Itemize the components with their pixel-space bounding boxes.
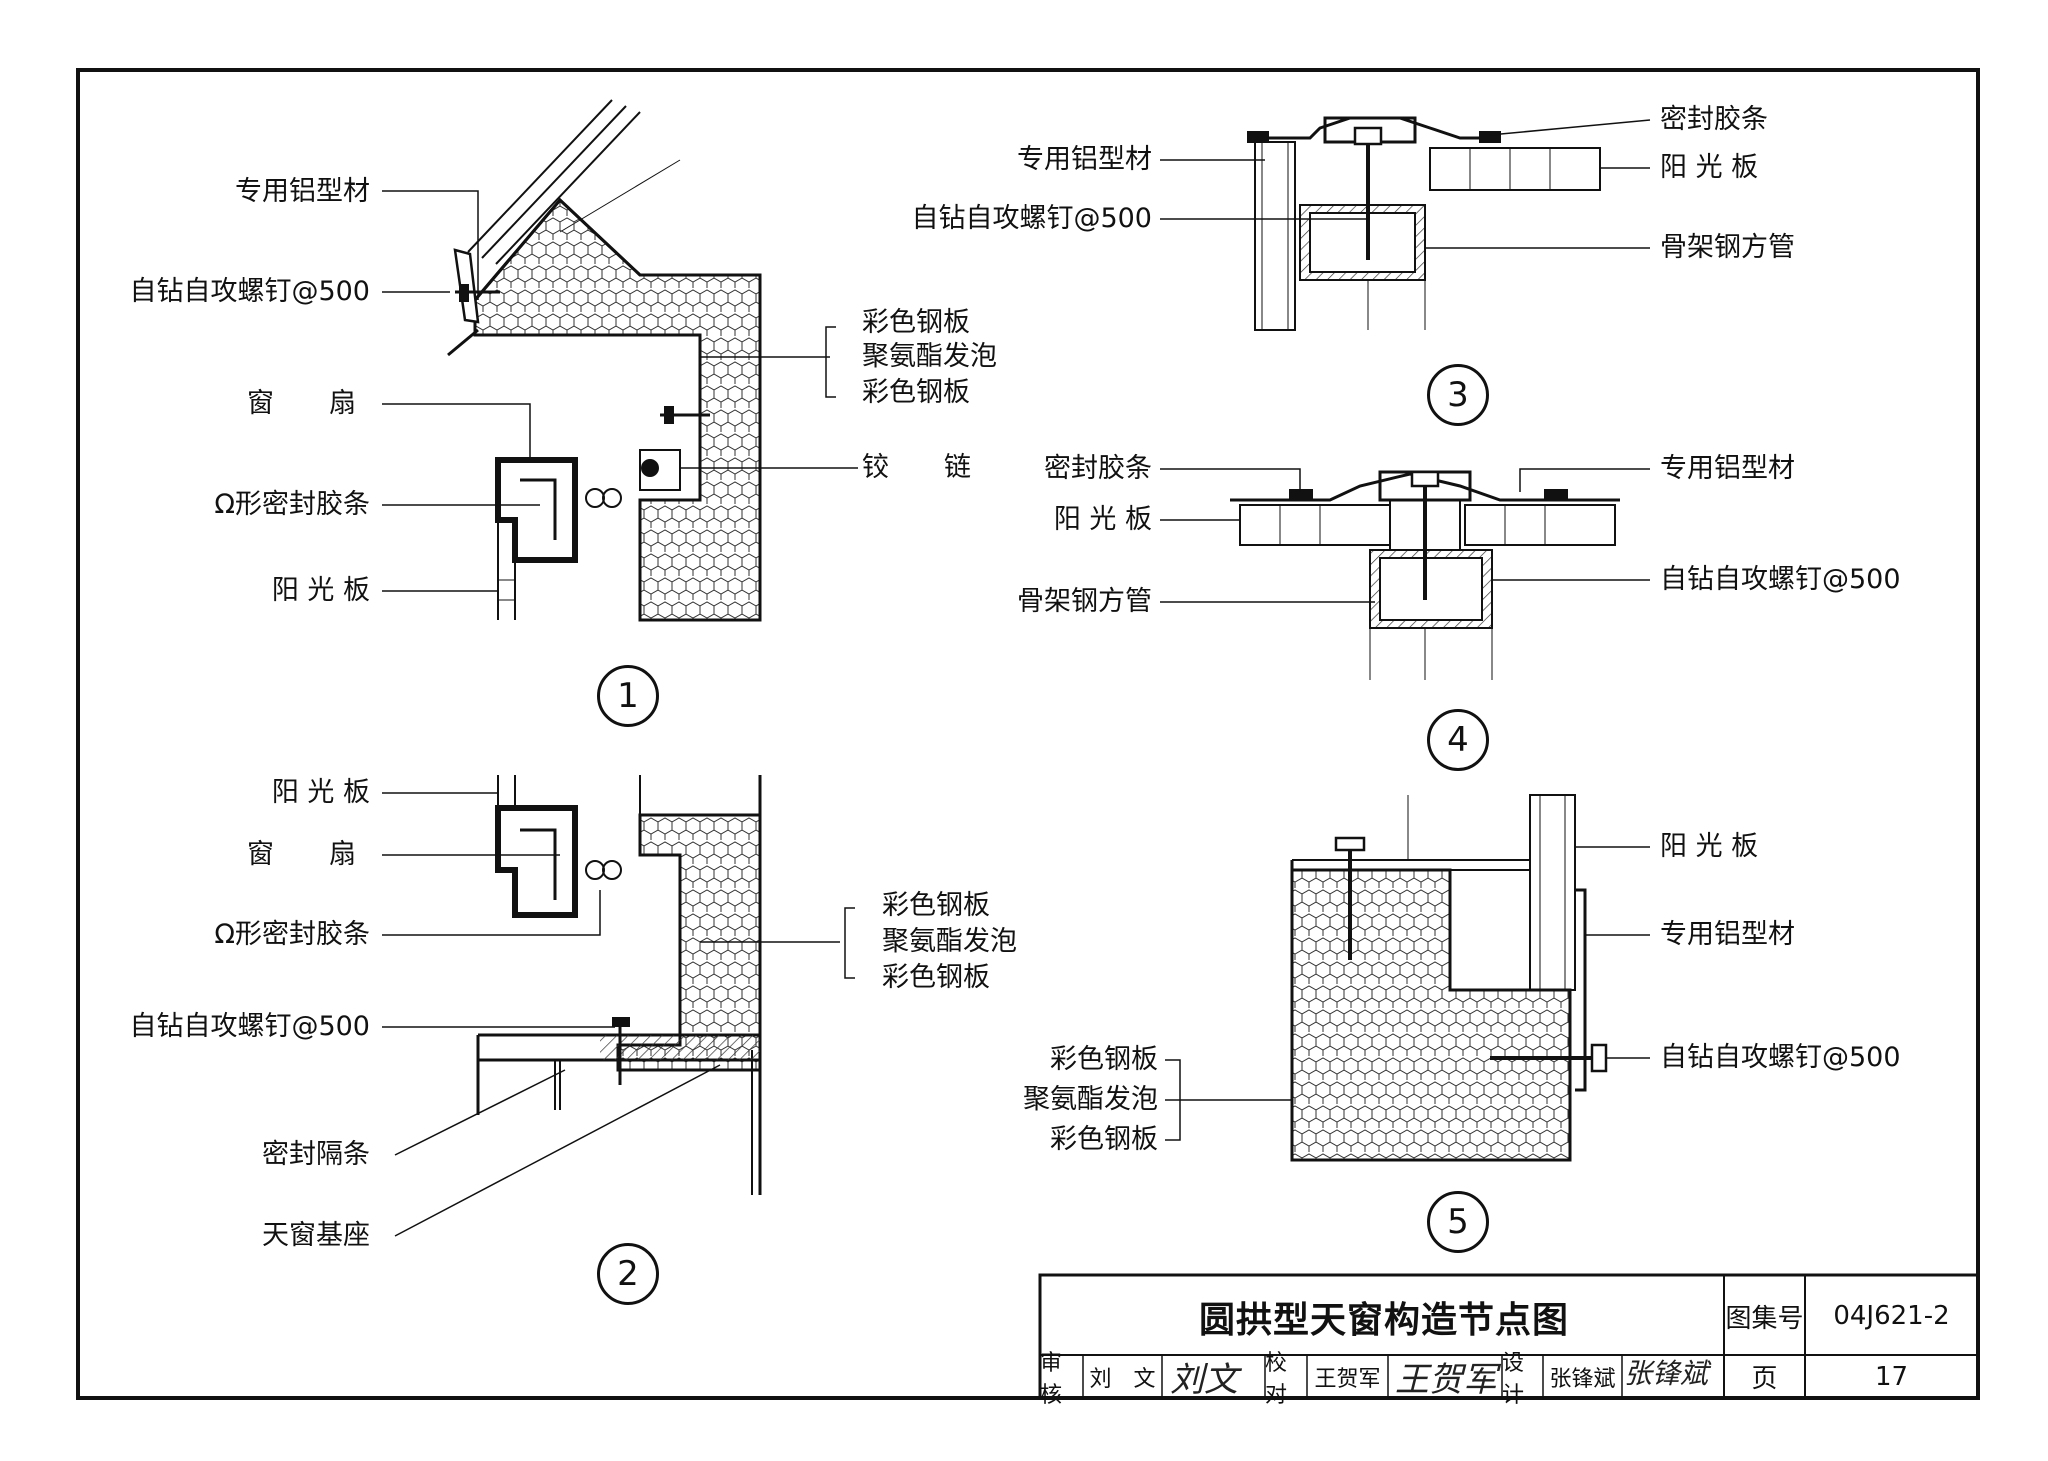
title-block-lines bbox=[1038, 1273, 1980, 1400]
d5-label-steel-bottom: 彩色钢板 bbox=[1050, 1124, 1158, 1155]
review-signature: 刘文 bbox=[1170, 1360, 1238, 1400]
check-name: 王贺军 bbox=[1314, 1366, 1381, 1392]
detail-number-4: 4 bbox=[1427, 709, 1489, 771]
d4-label-panel: 阳 光 板 bbox=[1053, 504, 1152, 535]
d2-label-seal-strip: 密封隔条 bbox=[262, 1139, 370, 1170]
design-label: 设计 bbox=[1502, 1350, 1525, 1408]
d3-label-screw: 自钻自攻螺钉@500 bbox=[911, 203, 1152, 234]
page-number: 17 bbox=[1874, 1361, 1909, 1392]
design-signature: 张锋斌 bbox=[1624, 1357, 1709, 1390]
d2-label-sash: 窗 扇 bbox=[247, 839, 370, 870]
atlas-label: 图集号 bbox=[1725, 1303, 1804, 1334]
detail-number-5: 5 bbox=[1427, 1191, 1489, 1253]
d3-label-profile: 专用铝型材 bbox=[1017, 144, 1152, 175]
detail-number-1: 1 bbox=[597, 665, 659, 727]
d5-label-profile: 专用铝型材 bbox=[1660, 919, 1795, 950]
d1-label-panel: 阳 光 板 bbox=[271, 575, 370, 606]
d4-label-tube: 骨架钢方管 bbox=[1017, 586, 1152, 617]
check-label: 校对 bbox=[1265, 1350, 1288, 1408]
check-signature: 王贺军 bbox=[1395, 1360, 1497, 1400]
d4-label-screw: 自钻自攻螺钉@500 bbox=[1660, 564, 1901, 595]
d1-label-profile: 专用铝型材 bbox=[235, 176, 370, 207]
d5-label-steel-top: 彩色钢板 bbox=[1050, 1044, 1158, 1075]
detail-2-drawing bbox=[382, 775, 855, 1237]
detail-1-drawing bbox=[382, 99, 858, 622]
d2-label-base: 天窗基座 bbox=[262, 1220, 370, 1251]
d1-label-steel-bottom: 彩色钢板 bbox=[862, 377, 970, 408]
review-name: 刘 文 bbox=[1089, 1366, 1156, 1392]
d1-label-hinge: 铰 链 bbox=[862, 452, 985, 483]
d2-label-steel-bottom: 彩色钢板 bbox=[882, 962, 990, 993]
design-name: 张锋斌 bbox=[1549, 1366, 1616, 1392]
d5-label-panel: 阳 光 板 bbox=[1660, 831, 1759, 862]
d5-label-foam: 聚氨酯发泡 bbox=[1023, 1084, 1158, 1115]
review-label: 审核 bbox=[1040, 1350, 1063, 1408]
d1-label-screw: 自钻自攻螺钉@500 bbox=[129, 276, 370, 307]
drawing-title: 圆拱型天窗构造节点图 bbox=[1198, 1300, 1569, 1341]
d3-label-panel: 阳 光 板 bbox=[1660, 152, 1759, 183]
d2-label-screw: 自钻自攻螺钉@500 bbox=[129, 1011, 370, 1042]
d1-label-foam: 聚氨酯发泡 bbox=[862, 341, 997, 372]
d1-label-steel-top: 彩色钢板 bbox=[862, 307, 970, 338]
d4-label-profile: 专用铝型材 bbox=[1660, 453, 1795, 484]
d2-label-panel: 阳 光 板 bbox=[271, 777, 370, 808]
sheet-border bbox=[76, 68, 1980, 1400]
detail-5-drawing bbox=[1165, 794, 1650, 1162]
atlas-number: 04J621-2 bbox=[1833, 1301, 1950, 1331]
d3-label-tube: 骨架钢方管 bbox=[1660, 232, 1795, 263]
page-label: 页 bbox=[1751, 1364, 1778, 1394]
d3-label-seal: 密封胶条 bbox=[1660, 104, 1768, 135]
d2-label-steel-top: 彩色钢板 bbox=[882, 890, 990, 921]
d2-label-omega-seal: Ω形密封胶条 bbox=[214, 919, 370, 950]
d4-label-seal: 密封胶条 bbox=[1044, 453, 1152, 484]
detail-3-drawing bbox=[1160, 116, 1651, 331]
d2-label-foam: 聚氨酯发泡 bbox=[882, 926, 1017, 957]
d1-label-sash: 窗 扇 bbox=[247, 388, 370, 419]
d1-label-omega-seal: Ω形密封胶条 bbox=[214, 489, 370, 520]
d5-label-screw: 自钻自攻螺钉@500 bbox=[1660, 1042, 1901, 1073]
detail-4-drawing bbox=[1160, 468, 1650, 680]
detail-number-3: 3 bbox=[1427, 364, 1489, 426]
detail-number-2: 2 bbox=[597, 1243, 659, 1305]
